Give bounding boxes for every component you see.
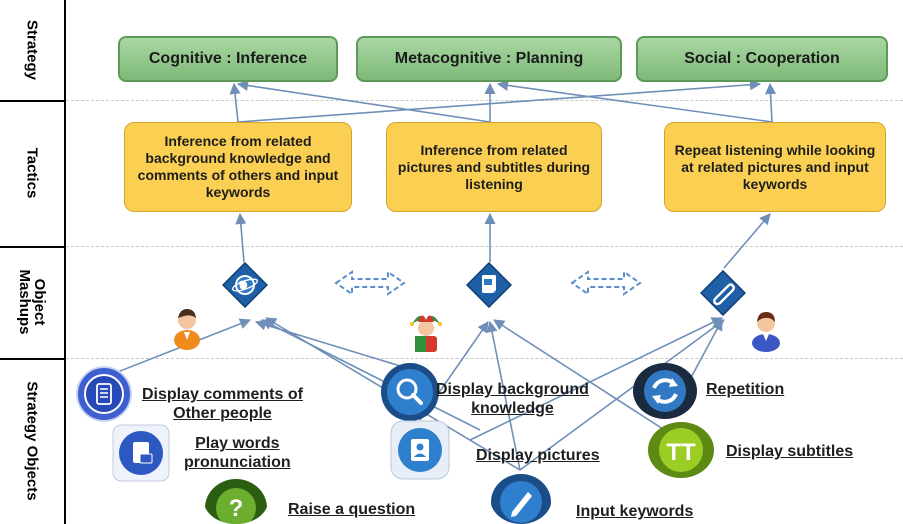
paperclip-icon <box>700 270 746 316</box>
contacts-icon <box>390 420 450 480</box>
display-background-label: Display background knowledge <box>436 381 589 417</box>
question-icon: ? <box>205 479 267 524</box>
repetition-label: Repetition <box>706 381 785 398</box>
display-pictures-label: Display pictures <box>476 447 600 464</box>
globe-icon <box>222 262 268 308</box>
row-label-object-mashups: Object Mashups <box>0 246 66 358</box>
tactic-repeat-listening: Repeat listening while looking at relate… <box>664 122 886 212</box>
divider-1 <box>66 100 903 101</box>
row-label-strategy: Strategy <box>0 0 66 100</box>
row-label-tactics: Tactics <box>0 100 66 246</box>
notes-icon <box>76 366 132 422</box>
audio-file-icon <box>112 424 170 482</box>
pen-icon <box>491 474 551 524</box>
display-subtitles-label: Display subtitles <box>726 443 854 460</box>
tactic-inference-pictures: Inference from related pictures and subt… <box>386 122 602 212</box>
divider-3 <box>66 358 903 359</box>
strategy-metacognitive: Metacognitive : Planning <box>356 36 622 82</box>
svg-text:TT: TT <box>666 439 696 466</box>
svg-text:?: ? <box>229 495 244 522</box>
input-keywords-label: Input keywords <box>576 503 694 520</box>
person-avatar-left <box>174 309 200 350</box>
document-icon <box>466 262 512 308</box>
refresh-icon <box>633 363 697 419</box>
play-words-label: Play words pronunciation <box>184 435 291 471</box>
raise-question-label: Raise a question <box>288 501 416 518</box>
magnifier-icon <box>381 363 439 421</box>
display-comments-label: Display comments of Other people <box>142 386 303 422</box>
person-avatar-right <box>752 312 780 352</box>
person-avatar-jester <box>410 315 442 352</box>
strategy-cognitive: Cognitive : Inference <box>118 36 338 82</box>
tactic-inference-background: Inference from related background knowle… <box>124 122 352 212</box>
divider-2 <box>66 246 903 247</box>
row-label-strategy-objects: Strategy Objects <box>0 358 66 524</box>
strategy-social: Social : Cooperation <box>636 36 888 82</box>
text-icon: TT <box>648 422 714 478</box>
